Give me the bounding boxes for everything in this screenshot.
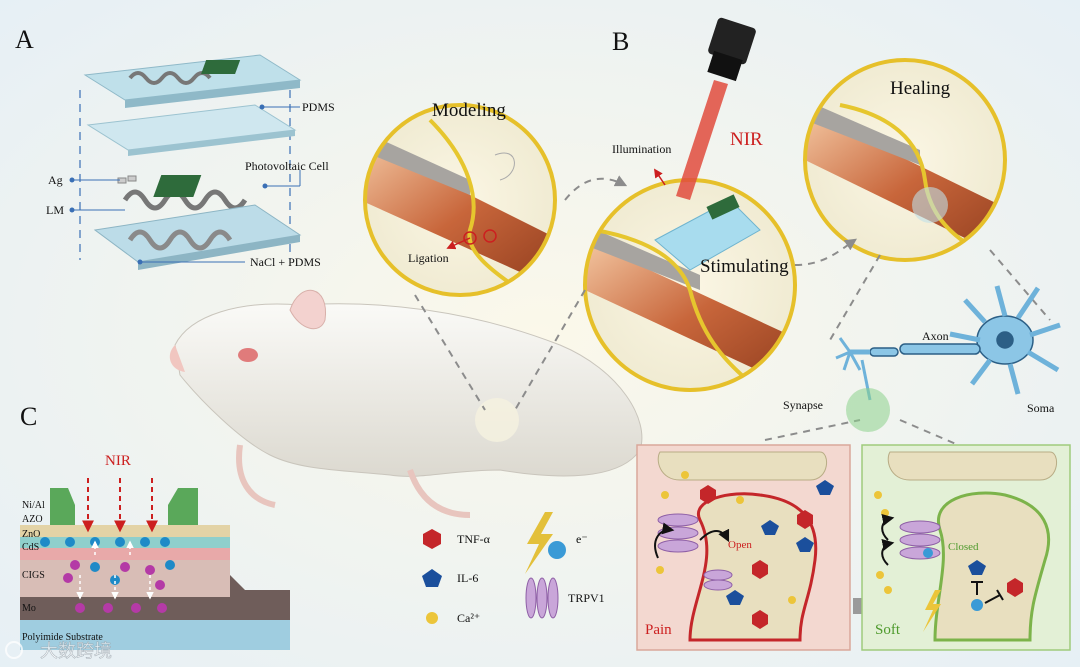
trpv1-icon	[525, 577, 559, 619]
electron-icon	[548, 541, 566, 559]
label-nacl-pdms: NaCl + PDMS	[250, 255, 321, 269]
legend-tnf-alpha: TNF-α	[457, 532, 491, 546]
label-closed: Closed	[948, 541, 979, 553]
synapse-highlight	[846, 388, 890, 432]
soft-synapse-box	[861, 444, 1071, 651]
label-photovoltaic-cell: Photovoltaic Cell	[245, 159, 329, 173]
pain-synapse-box	[636, 444, 851, 651]
rat-eye	[238, 348, 258, 362]
flow-arrows	[414, 175, 1051, 451]
photovoltaic-stack	[20, 478, 290, 650]
label-ag: Ag	[48, 173, 63, 187]
stimulating-circle	[583, 178, 797, 392]
electron-bolt-icon	[525, 512, 553, 574]
exploded-layer-stack	[69, 54, 302, 270]
watermark-text: 大数跨境	[40, 641, 112, 662]
healing-circle	[803, 58, 1007, 262]
legend-calcium: Ca²⁺	[457, 611, 480, 625]
watermark: 大数跨境	[5, 641, 112, 662]
tnf-alpha-icon	[423, 529, 441, 549]
label-axon: Axon	[922, 329, 949, 343]
panel-label-c: C	[20, 402, 37, 431]
layer-ni-al: Ni/Al	[22, 500, 45, 511]
nir-laser	[654, 17, 756, 200]
il6-icon	[422, 569, 442, 587]
title-stimulating: Stimulating	[700, 256, 789, 277]
legend-symbols	[422, 512, 566, 624]
label-lm: LM	[46, 203, 64, 217]
label-nir-panel-c: NIR	[105, 453, 131, 469]
legend-electron: e⁻	[576, 532, 588, 546]
modeling-circle	[363, 103, 557, 297]
panel-label-a: A	[15, 25, 34, 54]
label-nir-laser: NIR	[730, 129, 763, 150]
rat-ear	[289, 289, 327, 330]
rat-illustration	[169, 289, 643, 518]
neuron-illustration	[835, 285, 1061, 432]
panel-label-b: B	[612, 27, 629, 56]
label-ligation: Ligation	[408, 251, 449, 265]
legend-trpv1: TRPV1	[568, 591, 605, 605]
calcium-icon	[426, 612, 438, 624]
layer-cigs: CIGS	[22, 570, 45, 581]
title-modeling: Modeling	[432, 100, 506, 121]
title-healing: Healing	[890, 78, 951, 99]
label-soft: Soft	[875, 622, 901, 638]
legend-il6: IL-6	[457, 571, 478, 585]
label-illumination: Illumination	[612, 142, 671, 156]
layer-mo: Mo	[22, 603, 36, 614]
layer-cds: CdS	[22, 542, 39, 553]
label-soma: Soma	[1027, 401, 1055, 415]
label-pdms: PDMS	[302, 100, 335, 114]
layer-azo: AZO	[22, 514, 43, 525]
layer-polyimide: Polyimide Substrate	[22, 632, 103, 643]
label-pain: Pain	[645, 622, 672, 638]
label-open: Open	[728, 539, 752, 551]
layer-zno: ZnO	[22, 529, 40, 540]
implant-site-highlight	[475, 398, 519, 442]
label-synapse: Synapse	[783, 398, 823, 412]
